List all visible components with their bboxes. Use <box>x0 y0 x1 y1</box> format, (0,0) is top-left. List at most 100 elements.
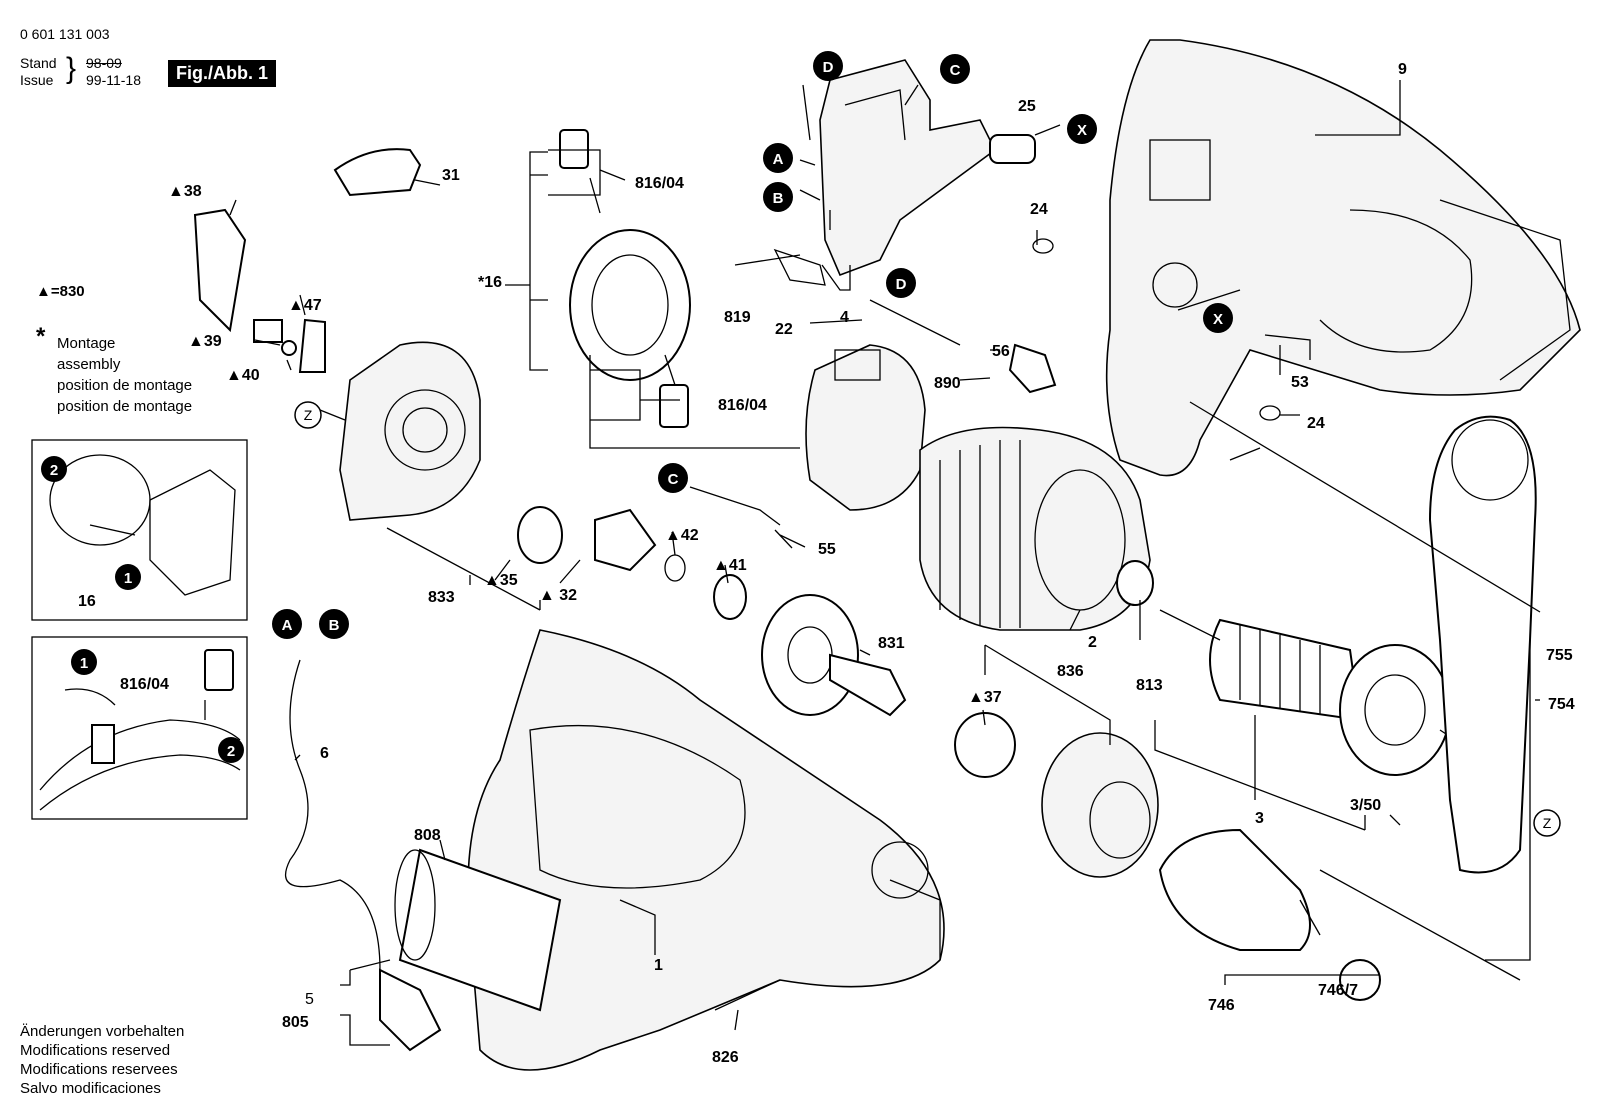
svg-text:B: B <box>773 190 784 207</box>
badge-one-inset-top: 1 <box>115 564 141 590</box>
figure-label: Fig./Abb. 1 <box>168 60 276 87</box>
label-9: 9 <box>1398 61 1407 78</box>
badge-a-cord: A <box>272 609 302 639</box>
stand-label: Stand <box>20 55 57 71</box>
brace: } <box>66 52 77 85</box>
label-55: 55 <box>818 541 836 558</box>
svg-text:X: X <box>1213 311 1223 328</box>
assembly-line: position de montage <box>57 398 193 415</box>
label-826: 826 <box>712 1049 739 1066</box>
label-1: 1 <box>654 957 663 974</box>
star-symbol: * <box>36 323 46 350</box>
assembly-note: Montage assembly position de montage pos… <box>57 333 192 417</box>
motor-housing <box>1105 39 1581 477</box>
label-35: ▲35 <box>484 572 518 589</box>
badge-c-mid: C <box>658 463 688 493</box>
label-3: 3 <box>1255 810 1264 827</box>
label-47: ▲47 <box>288 297 322 314</box>
label-746-7: 746/7 <box>1318 982 1358 999</box>
label-56: 56 <box>992 343 1010 360</box>
label-40: ▲40 <box>226 367 260 384</box>
old-date: 98-09 <box>86 55 122 71</box>
label-3-50: 3/50 <box>1350 797 1381 814</box>
label-819: 819 <box>724 309 751 326</box>
inset-top-drawing <box>49 454 236 596</box>
label-41: ▲41 <box>713 557 747 574</box>
part-labels: ▲38 31 ▲47 ▲39 ▲40 816/04 *16 816/04 816… <box>78 61 1575 1066</box>
footer-note: Änderungen vorbehalten Modifications res… <box>20 1022 184 1098</box>
label-16: 16 <box>78 593 96 610</box>
label-746: 746 <box>1208 997 1235 1014</box>
depth-stop-rod <box>1189 401 1541 613</box>
badges: D C A B X D X C A B 2 1 1 2 <box>41 51 1233 763</box>
label-16-star: *16 <box>478 274 502 291</box>
label-31: 31 <box>442 167 460 184</box>
label-38: ▲38 <box>168 183 202 200</box>
end-shield-left <box>339 341 481 521</box>
label-37: ▲37 <box>968 689 1002 706</box>
label-22: 22 <box>775 321 793 338</box>
svg-text:A: A <box>282 617 293 634</box>
label-4: 4 <box>840 309 849 326</box>
issue-date: 99-11-18 <box>86 72 142 88</box>
chuck-746 <box>1158 828 1321 951</box>
assembly-line: assembly <box>57 356 121 373</box>
power-cord <box>284 659 442 1052</box>
label-53: 53 <box>1291 374 1309 391</box>
z-markers: Z Z <box>294 401 1561 837</box>
label-833: 833 <box>428 589 455 606</box>
footer-line: Modifications reservees <box>20 1061 178 1078</box>
label-32: ▲ 32 <box>539 587 577 604</box>
label-39: ▲39 <box>188 333 222 350</box>
inset-bottom-drawing <box>39 649 241 811</box>
gear-housing-836 <box>1041 732 1159 878</box>
leader-lines <box>229 80 1540 1046</box>
badge-two-inset-bottom: 2 <box>218 737 244 763</box>
assembly-line: Montage <box>57 335 116 352</box>
badge-x-top: X <box>1067 114 1097 144</box>
label-2: 2 <box>1088 634 1097 651</box>
handle-cover <box>394 848 562 1012</box>
label-813: 813 <box>1136 677 1163 694</box>
svg-text:Z: Z <box>304 407 313 423</box>
footer-line: Änderungen vorbehalten <box>20 1023 185 1040</box>
badge-z-right: Z <box>1533 809 1561 837</box>
auxiliary-handle <box>1428 415 1537 874</box>
badge-z-left: Z <box>294 401 322 429</box>
switch-unit <box>819 59 997 277</box>
label-42: ▲42 <box>665 527 699 544</box>
brush-carrier <box>805 344 926 511</box>
svg-text:1: 1 <box>80 655 88 672</box>
badge-a-top: A <box>763 143 793 173</box>
svg-text:D: D <box>823 59 834 76</box>
svg-text:C: C <box>668 471 679 488</box>
label-890: 890 <box>934 375 961 392</box>
label-755: 755 <box>1546 647 1573 664</box>
field-stator <box>919 426 1151 631</box>
svg-text:A: A <box>773 151 784 168</box>
badge-x-mid: X <box>1203 303 1233 333</box>
chuck-key <box>1319 869 1521 1001</box>
inset-box-top <box>31 439 248 621</box>
gear-831 <box>761 594 907 717</box>
footer-line: Salvo modificaciones <box>20 1080 161 1097</box>
svg-text:2: 2 <box>227 743 235 760</box>
label-24-top: 24 <box>1030 201 1048 218</box>
triangle-note: ▲=830 <box>36 283 85 300</box>
label-816-04-mid: 816/04 <box>718 397 767 414</box>
label-808: 808 <box>414 827 441 844</box>
assembly-line: position de montage <box>57 377 193 394</box>
badge-two-inset-top: 2 <box>41 456 67 482</box>
svg-text:1: 1 <box>124 570 132 587</box>
svg-text:D: D <box>896 276 907 293</box>
issue-label: Issue <box>20 72 54 88</box>
label-6: 6 <box>320 745 329 762</box>
label-805: 805 <box>282 1014 309 1031</box>
label-816-04-inset: 816/04 <box>120 676 169 693</box>
svg-text:2: 2 <box>50 462 58 479</box>
svg-text:B: B <box>329 617 340 634</box>
label-25: 25 <box>1018 98 1036 115</box>
label-24-bottom: 24 <box>1307 415 1325 432</box>
